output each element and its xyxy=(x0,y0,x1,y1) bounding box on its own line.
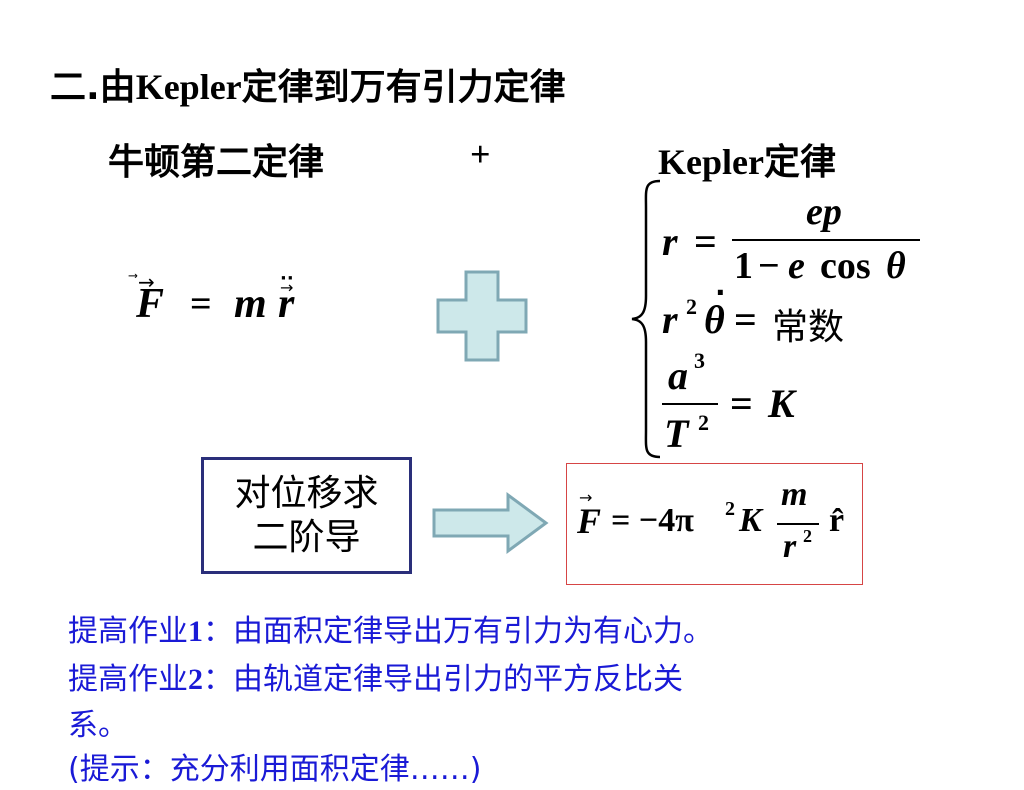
orbit-equation: r = ep 1 − e cos θ xyxy=(660,188,930,298)
orbit-r: r xyxy=(662,219,678,264)
result-rhat: r̂ xyxy=(829,502,845,539)
newton-equals: = xyxy=(190,283,212,325)
hw1-text: ：由面积定律导出万有引力为有心力。 xyxy=(203,614,713,649)
result-r-exp: 2 xyxy=(803,526,812,546)
newton-r: r xyxy=(278,281,295,327)
kepler-label-cn: 定律 xyxy=(763,142,836,183)
box-line-1: 对位移求 xyxy=(234,472,379,514)
orbit-den-one: 1 xyxy=(734,245,753,287)
kepler-law-label: Kepler定律 xyxy=(658,133,836,185)
area-equals: = xyxy=(734,297,757,342)
area-r: r xyxy=(662,297,678,342)
newton-m: m xyxy=(234,281,267,327)
orbit-equals: = xyxy=(694,219,717,264)
result-m: m xyxy=(781,476,808,513)
homework-line-1: 提高作业1：由面积定律导出万有引力为有心力。 xyxy=(68,612,713,652)
result-K: K xyxy=(739,502,762,539)
hw1-num: 1 xyxy=(188,615,203,648)
right-arrow-icon xyxy=(432,492,549,554)
plus-sign-text: + xyxy=(470,134,491,174)
period-equals: = xyxy=(730,381,753,426)
period-a-exp: 3 xyxy=(694,348,705,373)
orbit-den-e: e xyxy=(788,245,805,287)
period-T-exp: 2 xyxy=(698,410,709,435)
gravity-result-box: F → = −4π 2 K m r 2 r̂ xyxy=(566,463,863,585)
kepler-label-latin: Kepler xyxy=(658,142,764,182)
orbit-den-cos: cos xyxy=(820,245,871,287)
result-pi-exp: 2 xyxy=(725,498,735,520)
slide-title: 二.由Kepler定律到万有引力定律 xyxy=(50,58,566,110)
title-latin: Kepler xyxy=(135,67,242,107)
box-line-2: 二阶导 xyxy=(252,516,361,558)
orbit-den-theta: θ xyxy=(886,245,906,287)
newton-second-law-label: 牛顿第二定律 xyxy=(108,142,325,183)
result-F: F xyxy=(577,501,602,541)
dot-accent-icon: · xyxy=(715,276,726,309)
period-law-equation: a 3 T 2 = K xyxy=(660,348,840,458)
result-r: r xyxy=(783,528,797,565)
area-law-equation: r 2 θ · = 常数 xyxy=(660,276,890,348)
left-brace-icon xyxy=(631,179,661,459)
result-coef: = −4π xyxy=(611,502,694,539)
newton-F: F xyxy=(136,281,165,327)
period-T: T xyxy=(664,411,689,456)
homework-line-2: 提高作业2：由轨道定律导出引力的平方反比关 xyxy=(68,660,683,700)
result-fraction-bar xyxy=(777,523,819,525)
area-rhs: 常数 xyxy=(772,307,845,348)
plus-cross-icon xyxy=(436,270,528,362)
double-dot-arrow-icon: ·· xyxy=(280,268,294,289)
newton-equation: F ⃗→ = m r ·· → xyxy=(132,268,332,340)
orbit-numerator: ep xyxy=(806,191,842,233)
period-fraction-bar xyxy=(662,403,718,405)
hw1-prefix: 提高作业 xyxy=(68,614,188,649)
orbit-den-minus: − xyxy=(758,245,780,287)
title-suffix: 定律到万有引力定律 xyxy=(241,67,566,108)
hw2-num: 2 xyxy=(188,663,203,696)
homework-line-4: (提示：充分利用面积定律……) xyxy=(68,752,482,787)
second-derivative-box: 对位移求 二阶导 xyxy=(201,457,412,574)
hw2-prefix: 提高作业 xyxy=(68,662,188,697)
title-prefix: 二.由 xyxy=(50,67,136,108)
result-vector-arrow-icon: → xyxy=(579,488,593,507)
homework-line-3: 系。 xyxy=(68,708,128,743)
area-r-exp: 2 xyxy=(686,294,697,319)
period-K: K xyxy=(768,381,795,426)
vector-arrow-icon: ⃗→ xyxy=(138,270,155,294)
period-a: a xyxy=(668,353,688,398)
area-theta: θ xyxy=(704,297,725,342)
vector-arrow-icon-r: → xyxy=(280,278,294,297)
orbit-fraction-bar xyxy=(732,239,920,241)
hw2-text: ：由轨道定律导出引力的平方反比关 xyxy=(203,662,683,697)
